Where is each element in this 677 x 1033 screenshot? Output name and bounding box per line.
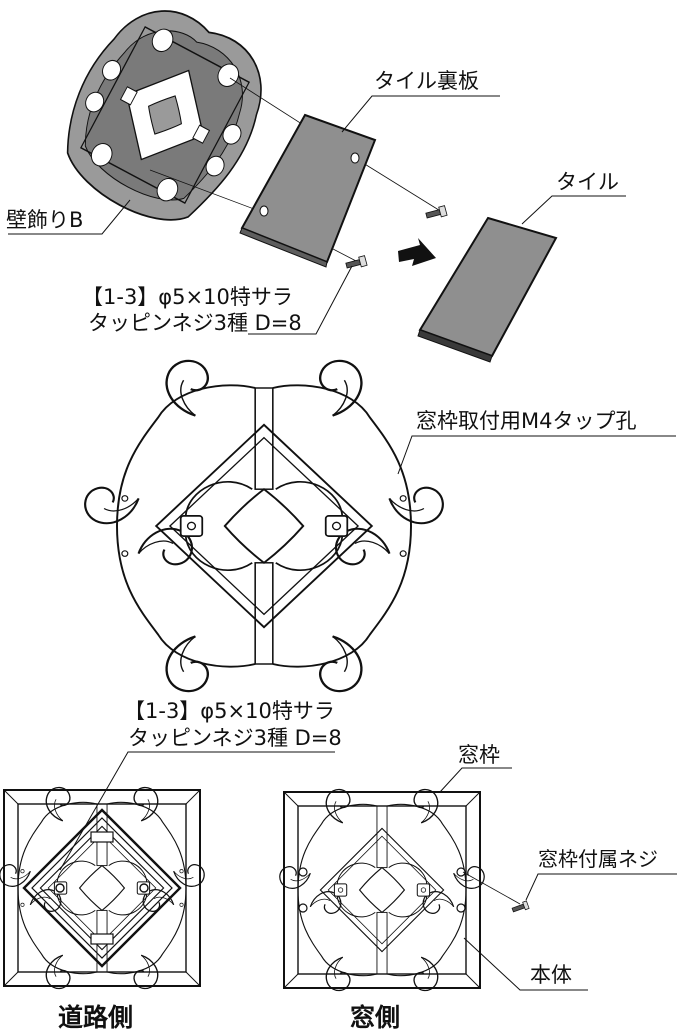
frame-screw-label: 窓枠付属ネジ: [538, 847, 658, 871]
window-side-view: [280, 790, 484, 991]
screw-a-line2-label: タッピンネジ3種 D=8: [88, 311, 302, 335]
exploded-wall-decoration: [66, 10, 558, 363]
flat-head-screw-icon: [511, 900, 530, 913]
flat-head-screw-icon: [425, 205, 448, 219]
screw-a-line1-label: 【1-3】φ5×10特サラ: [82, 285, 293, 309]
screw-b-line2-label: タッピンネジ3種 D=8: [128, 726, 342, 750]
tile-backing-label: タイル裏板: [374, 69, 479, 93]
tile-label: タイル: [556, 170, 619, 194]
body-label: 本体: [530, 963, 572, 987]
window-frame-label: 窓枠: [458, 743, 500, 767]
road-side-caption: 道路側: [58, 1003, 133, 1032]
road-side-view: [0, 788, 204, 989]
flat-head-screw-icon: [345, 255, 368, 269]
push-arrow-icon: [398, 238, 436, 266]
screw-b-line1-label: 【1-3】φ5×10特サラ: [124, 699, 335, 723]
window-side-caption: 窓側: [350, 1003, 400, 1032]
wall-deco-label: 壁飾りB: [6, 208, 83, 232]
tap-holes-label: 窓枠取付用M4タップ孔: [416, 409, 636, 433]
front-view-ornament: [85, 361, 443, 691]
